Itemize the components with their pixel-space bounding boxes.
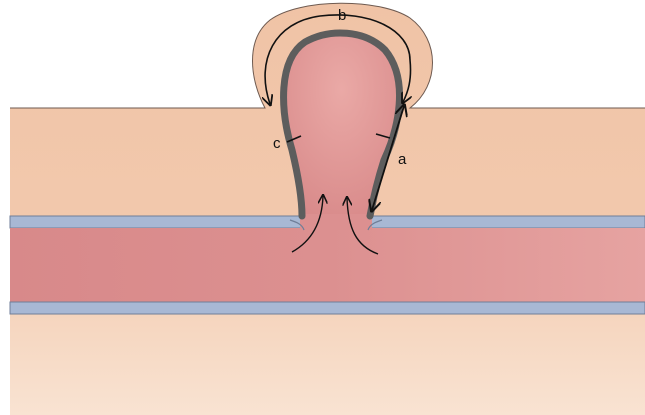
vessel-lower-wall [10,302,645,314]
label-a: a [398,151,407,168]
aneurysm-neck [300,214,372,230]
vessel-lumen [10,228,645,302]
label-c: c [273,135,281,152]
label-b: b [338,7,346,24]
